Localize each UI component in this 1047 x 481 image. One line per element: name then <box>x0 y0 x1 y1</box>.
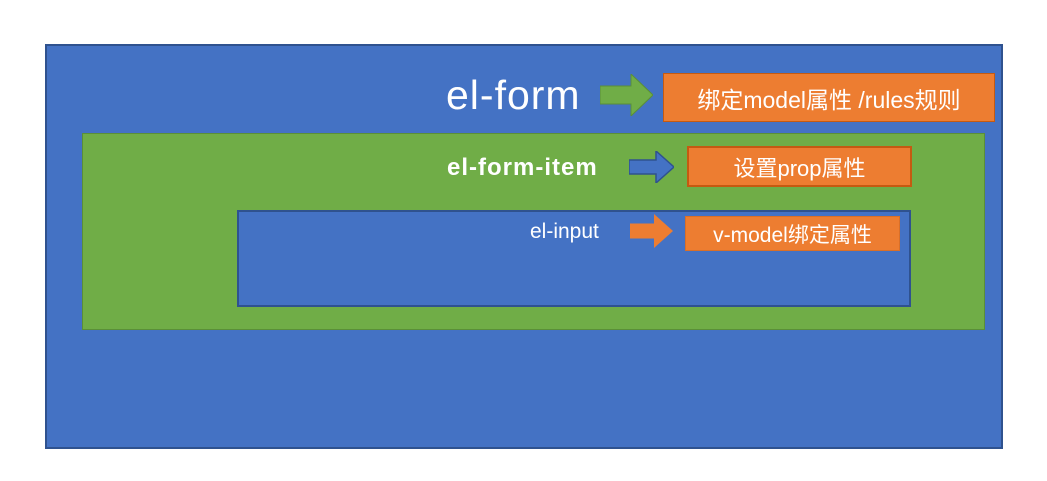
el-input-label: el-input <box>530 220 599 243</box>
el-form-item-callout: 设置prop属性 <box>687 146 912 187</box>
el-form-item-label: el-form-item <box>447 154 598 181</box>
el-form-callout-text: 绑定model属性 /rules规则 <box>697 86 961 113</box>
blue-block-arrow-icon <box>629 151 674 183</box>
el-form-callout: 绑定model属性 /rules规则 <box>663 73 995 122</box>
el-input-callout-text: v-model绑定属性 <box>713 223 872 247</box>
orange-block-arrow-icon <box>630 214 673 248</box>
el-form-label: el-form <box>446 72 581 118</box>
el-form-item-callout-text: 设置prop属性 <box>733 155 866 181</box>
el-input-callout: v-model绑定属性 <box>685 216 900 251</box>
green-block-arrow-icon <box>600 74 653 116</box>
